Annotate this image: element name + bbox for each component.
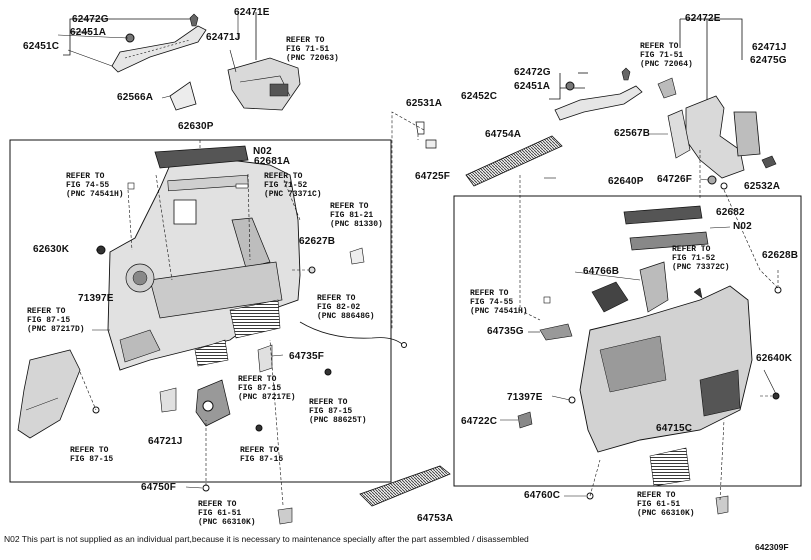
quarter-upper-trim-left xyxy=(227,57,301,111)
figure-id: 642309F xyxy=(755,542,789,552)
label-62640K: 62640K xyxy=(756,353,793,364)
label-62472G-left: 62472G xyxy=(72,14,109,25)
label-71397E-left: 71397E xyxy=(78,293,114,304)
side-bracket-left xyxy=(17,349,81,439)
label-62567B: 62567B xyxy=(614,128,651,139)
label-64766B: 64766B xyxy=(583,266,620,277)
label-64715C: 64715C xyxy=(656,423,693,434)
quarter-trim-panel-right xyxy=(579,205,753,487)
label-62628B: 62628B xyxy=(762,250,799,261)
label-64750F: 64750F xyxy=(141,482,177,493)
label-62630P: 62630P xyxy=(178,121,214,132)
label-62471E: 62471E xyxy=(234,7,270,18)
roof-side-rail-right xyxy=(554,67,643,121)
label-64721J: 64721J xyxy=(148,436,183,447)
label-62472E: 62472E xyxy=(685,13,721,24)
label-N02-left: N02 xyxy=(253,146,272,157)
right-frame xyxy=(453,195,802,487)
label-62682: 62682 xyxy=(716,207,745,218)
label-71397E-right: 71397E xyxy=(507,392,543,403)
label-62472G-right: 62472G xyxy=(514,67,551,78)
label-62471J-left: 62471J xyxy=(206,32,241,43)
quarter-upper-trim-right xyxy=(657,77,777,179)
step-trim-64754A xyxy=(465,135,563,187)
scuff-plate-64753A xyxy=(359,465,451,507)
label-64753A: 64753A xyxy=(417,513,454,524)
label-62627B: 62627B xyxy=(299,236,336,247)
label-62531A: 62531A xyxy=(406,98,443,109)
label-62451A-left: 62451A xyxy=(70,27,107,38)
label-62471J-right: 62471J xyxy=(752,42,787,53)
wire-harness xyxy=(299,321,403,345)
label-N02-right: N02 xyxy=(733,221,752,232)
label-64725F: 64725F xyxy=(415,171,451,182)
roof-side-rail-left xyxy=(111,25,207,73)
label-64726F: 64726F xyxy=(657,174,693,185)
quarter-trim-panel-left xyxy=(107,145,301,371)
small-parts-right xyxy=(517,175,782,515)
footnote: N02 This part is not supplied as an indi… xyxy=(4,534,529,544)
label-62532A: 62532A xyxy=(744,181,781,192)
trim-piece-62566A xyxy=(169,81,197,111)
label-64735G: 64735G xyxy=(487,326,524,337)
label-62452C: 62452C xyxy=(461,91,498,102)
label-64754A: 64754A xyxy=(485,129,522,140)
label-62451A-right: 62451A xyxy=(514,81,551,92)
label-62451C: 62451C xyxy=(23,41,60,52)
label-62566A: 62566A xyxy=(117,92,154,103)
left-frame xyxy=(9,139,392,483)
label-64735F: 64735F xyxy=(289,351,325,362)
clip-62531A xyxy=(415,121,437,149)
label-62475G: 62475G xyxy=(750,55,787,66)
label-64722C: 64722C xyxy=(461,416,498,427)
small-parts-left xyxy=(92,182,365,525)
label-62681A: 62681A xyxy=(254,156,291,167)
label-64760C: 64760C xyxy=(524,490,561,501)
label-62640P: 62640P xyxy=(608,176,644,187)
label-62630K: 62630K xyxy=(33,244,70,255)
